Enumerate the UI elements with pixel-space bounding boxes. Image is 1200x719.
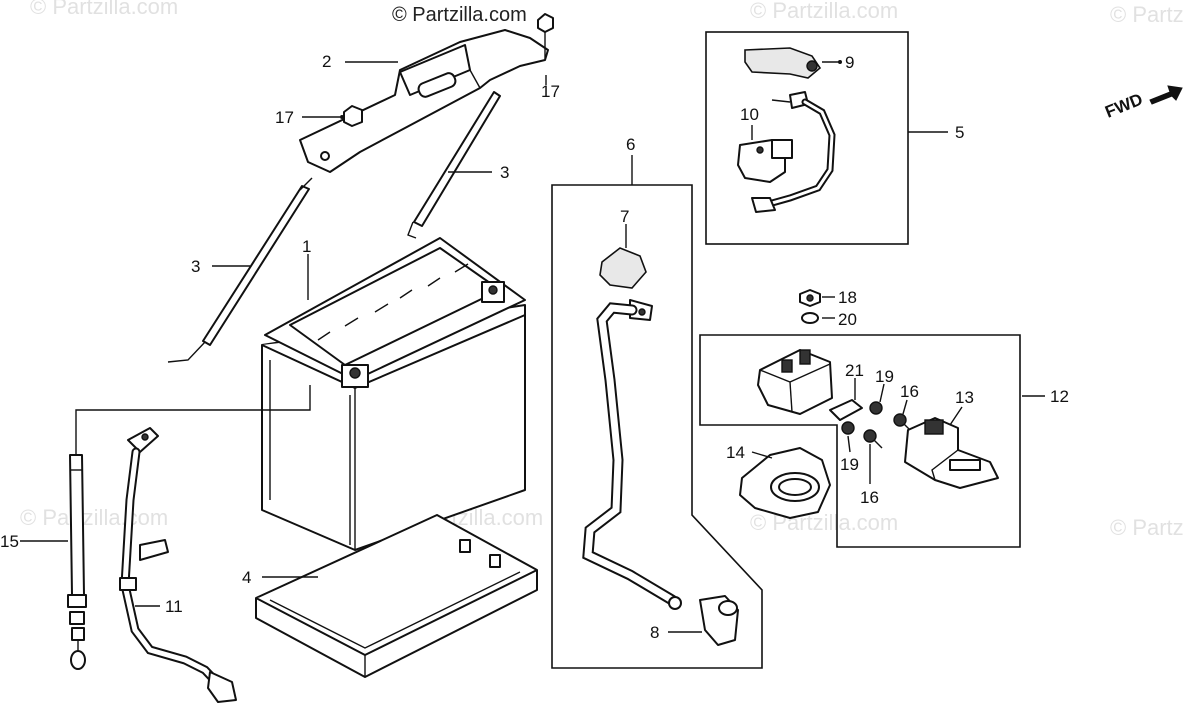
positive-battery-cable[interactable] bbox=[582, 299, 682, 610]
cap[interactable] bbox=[744, 47, 822, 79]
watermark: © Partzilla.com bbox=[30, 0, 179, 19]
watermark: © Partz bbox=[1110, 2, 1184, 27]
terminal-boot[interactable] bbox=[699, 595, 739, 646]
svg-text:FWD: FWD bbox=[1102, 90, 1145, 122]
battery-rod-right[interactable] bbox=[407, 91, 501, 239]
callout-19[interactable]: 19 bbox=[875, 367, 894, 386]
callout-17[interactable]: 17 bbox=[541, 82, 560, 101]
bolt-lower[interactable] bbox=[863, 429, 883, 449]
starter-relay-wire[interactable] bbox=[737, 91, 836, 213]
forward-direction-indicator: FWD bbox=[1102, 85, 1183, 122]
callout-14[interactable]: 14 bbox=[726, 443, 745, 462]
terminal-cover[interactable] bbox=[599, 247, 647, 289]
negative-battery-cable[interactable] bbox=[119, 427, 237, 703]
callout-8[interactable]: 8 bbox=[650, 623, 659, 642]
washer[interactable] bbox=[801, 312, 819, 324]
callout-16[interactable]: 16 bbox=[860, 488, 879, 507]
battery[interactable] bbox=[261, 237, 526, 551]
callout-16[interactable]: 16 bbox=[900, 382, 919, 401]
part-5-group-box bbox=[705, 31, 909, 245]
callout-7[interactable]: 7 bbox=[620, 207, 629, 226]
callout-4[interactable]: 4 bbox=[242, 568, 251, 587]
nut-upper[interactable] bbox=[537, 13, 554, 60]
rubber-mount[interactable] bbox=[739, 447, 831, 519]
callout-10[interactable]: 10 bbox=[740, 105, 759, 124]
callout-11[interactable]: 11 bbox=[165, 597, 183, 616]
callout-17[interactable]: 17 bbox=[275, 108, 294, 127]
callout-12[interactable]: 12 bbox=[1050, 387, 1069, 406]
callout-6[interactable]: 6 bbox=[626, 135, 635, 154]
callout-15[interactable]: 15 bbox=[0, 532, 19, 551]
callout-20[interactable]: 20 bbox=[838, 310, 857, 329]
callout-5[interactable]: 5 bbox=[955, 123, 964, 142]
callout-9[interactable]: 9 bbox=[845, 53, 854, 72]
callout-3[interactable]: 3 bbox=[191, 257, 200, 276]
callout-13[interactable]: 13 bbox=[955, 388, 974, 407]
washer-lower[interactable] bbox=[841, 421, 855, 435]
callout-18[interactable]: 18 bbox=[838, 288, 857, 307]
nut-left[interactable] bbox=[343, 105, 363, 127]
starter-relay[interactable] bbox=[757, 349, 833, 415]
watermark: © Partzilla.com bbox=[750, 0, 899, 23]
relay-bracket[interactable] bbox=[904, 417, 999, 489]
watermark: © Partz bbox=[1110, 515, 1184, 540]
callout-2[interactable]: 2 bbox=[322, 52, 331, 71]
battery-holder-plate[interactable] bbox=[299, 29, 549, 173]
part-12-group-box bbox=[699, 334, 1021, 548]
callout-3[interactable]: 3 bbox=[500, 163, 509, 182]
part-6-group-box bbox=[551, 184, 763, 669]
nut[interactable] bbox=[799, 289, 821, 307]
callout-21[interactable]: 21 bbox=[845, 361, 864, 380]
battery-tray[interactable] bbox=[255, 514, 538, 678]
clip[interactable] bbox=[829, 399, 863, 421]
callout-19[interactable]: 19 bbox=[840, 455, 859, 474]
washer-upper[interactable] bbox=[869, 401, 883, 415]
breather-tube[interactable] bbox=[67, 454, 87, 670]
battery-rod-left[interactable] bbox=[167, 177, 313, 363]
watermark: © Partzilla.com bbox=[20, 505, 169, 530]
callout-1[interactable]: 1 bbox=[302, 237, 311, 256]
copyright-label: © Partzilla.com bbox=[392, 4, 527, 26]
